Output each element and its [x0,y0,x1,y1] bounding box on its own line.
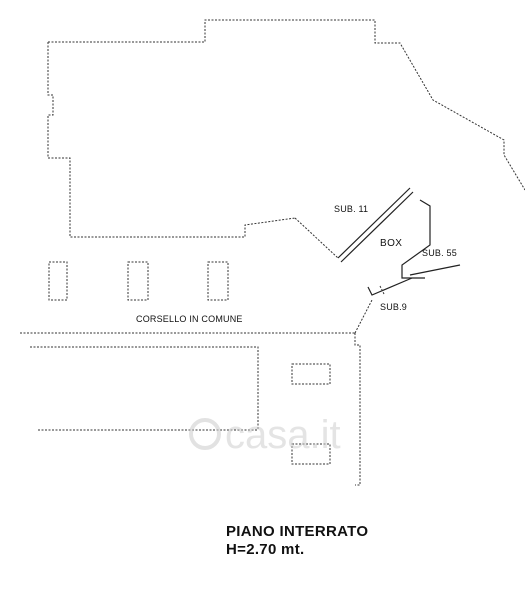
lower-left-wall [30,346,259,430]
sub55-partition [409,264,461,276]
label-sub9: SUB.9 [380,302,407,312]
pillar-3 [207,261,229,301]
watermark-logo-icon [189,418,221,450]
upper-building-west-wall [47,42,296,238]
label-corridor: CORSELLO IN COMUNE [136,314,243,324]
lower-pillar-1 [291,363,331,385]
box-north-wall [337,187,411,259]
label-sub11: SUB. 11 [334,204,368,214]
pillar-2 [127,261,149,301]
plan-title-floor: PIANO INTERRATO [226,523,369,540]
box-north-wall-inner [340,191,414,263]
lower-pillar-2 [291,443,331,465]
watermark-text: casa.it [225,413,341,457]
sub9-divider [379,285,385,295]
pillar-1 [48,261,68,301]
label-sub55: SUB. 55 [422,248,457,258]
plan-title: PIANO INTERRATO H=2.70 mt. [226,523,368,559]
upper-building-diagonal-wall [294,217,339,259]
label-box: BOX [380,238,402,249]
ramp-east-wall [354,333,361,486]
upper-building-outline [48,19,525,191]
plan-title-height: H=2.70 mt. [226,541,305,558]
watermark: casa.it [189,413,341,457]
sub9-wall [367,277,413,296]
box-east-wall [401,199,431,279]
ramp-diagonal [354,299,373,334]
